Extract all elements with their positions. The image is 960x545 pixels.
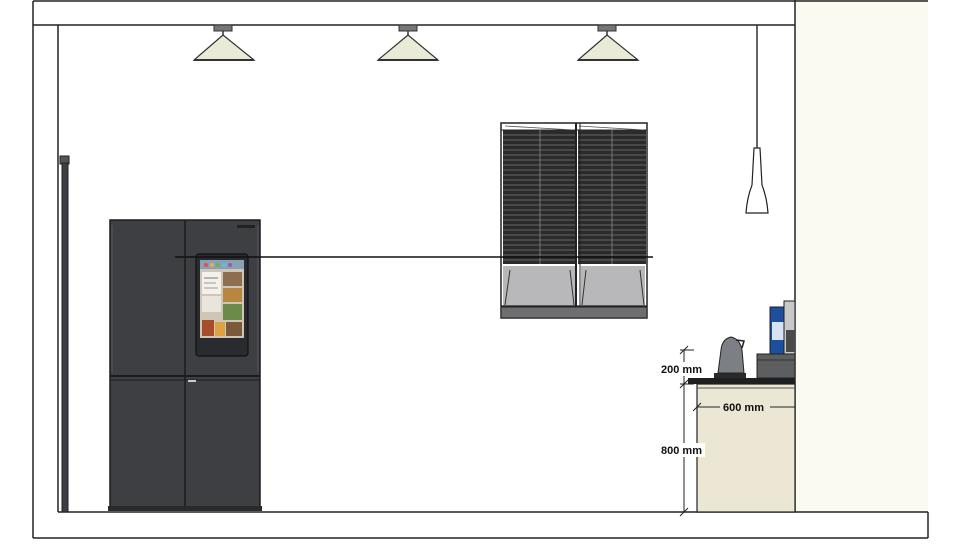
fridge-touch-screen bbox=[195, 253, 249, 357]
pendant-light bbox=[745, 25, 769, 214]
window-blinds bbox=[500, 122, 648, 319]
countertop bbox=[688, 378, 795, 384]
dimension-label-bg bbox=[659, 443, 705, 457]
room-outline bbox=[32, 0, 929, 539]
dimension-label-200: 200 mm bbox=[661, 364, 702, 376]
dimension-label-bg bbox=[659, 362, 705, 376]
refrigerator bbox=[108, 219, 262, 511]
dimension-label-600: 600 mm bbox=[723, 402, 764, 414]
dimension-label-800: 800 mm bbox=[661, 445, 702, 457]
blind-slats-left bbox=[503, 130, 575, 264]
ceiling-light bbox=[376, 24, 440, 61]
toaster bbox=[756, 353, 796, 379]
wall-pipe bbox=[59, 155, 70, 513]
canisters bbox=[769, 300, 796, 355]
ceiling-light bbox=[576, 24, 640, 61]
ceiling-light bbox=[192, 24, 256, 61]
side-wall-panel bbox=[795, 0, 928, 512]
dimension-label-bg bbox=[721, 400, 769, 414]
electric-kettle bbox=[714, 336, 746, 378]
dimension-lines bbox=[679, 345, 795, 517]
